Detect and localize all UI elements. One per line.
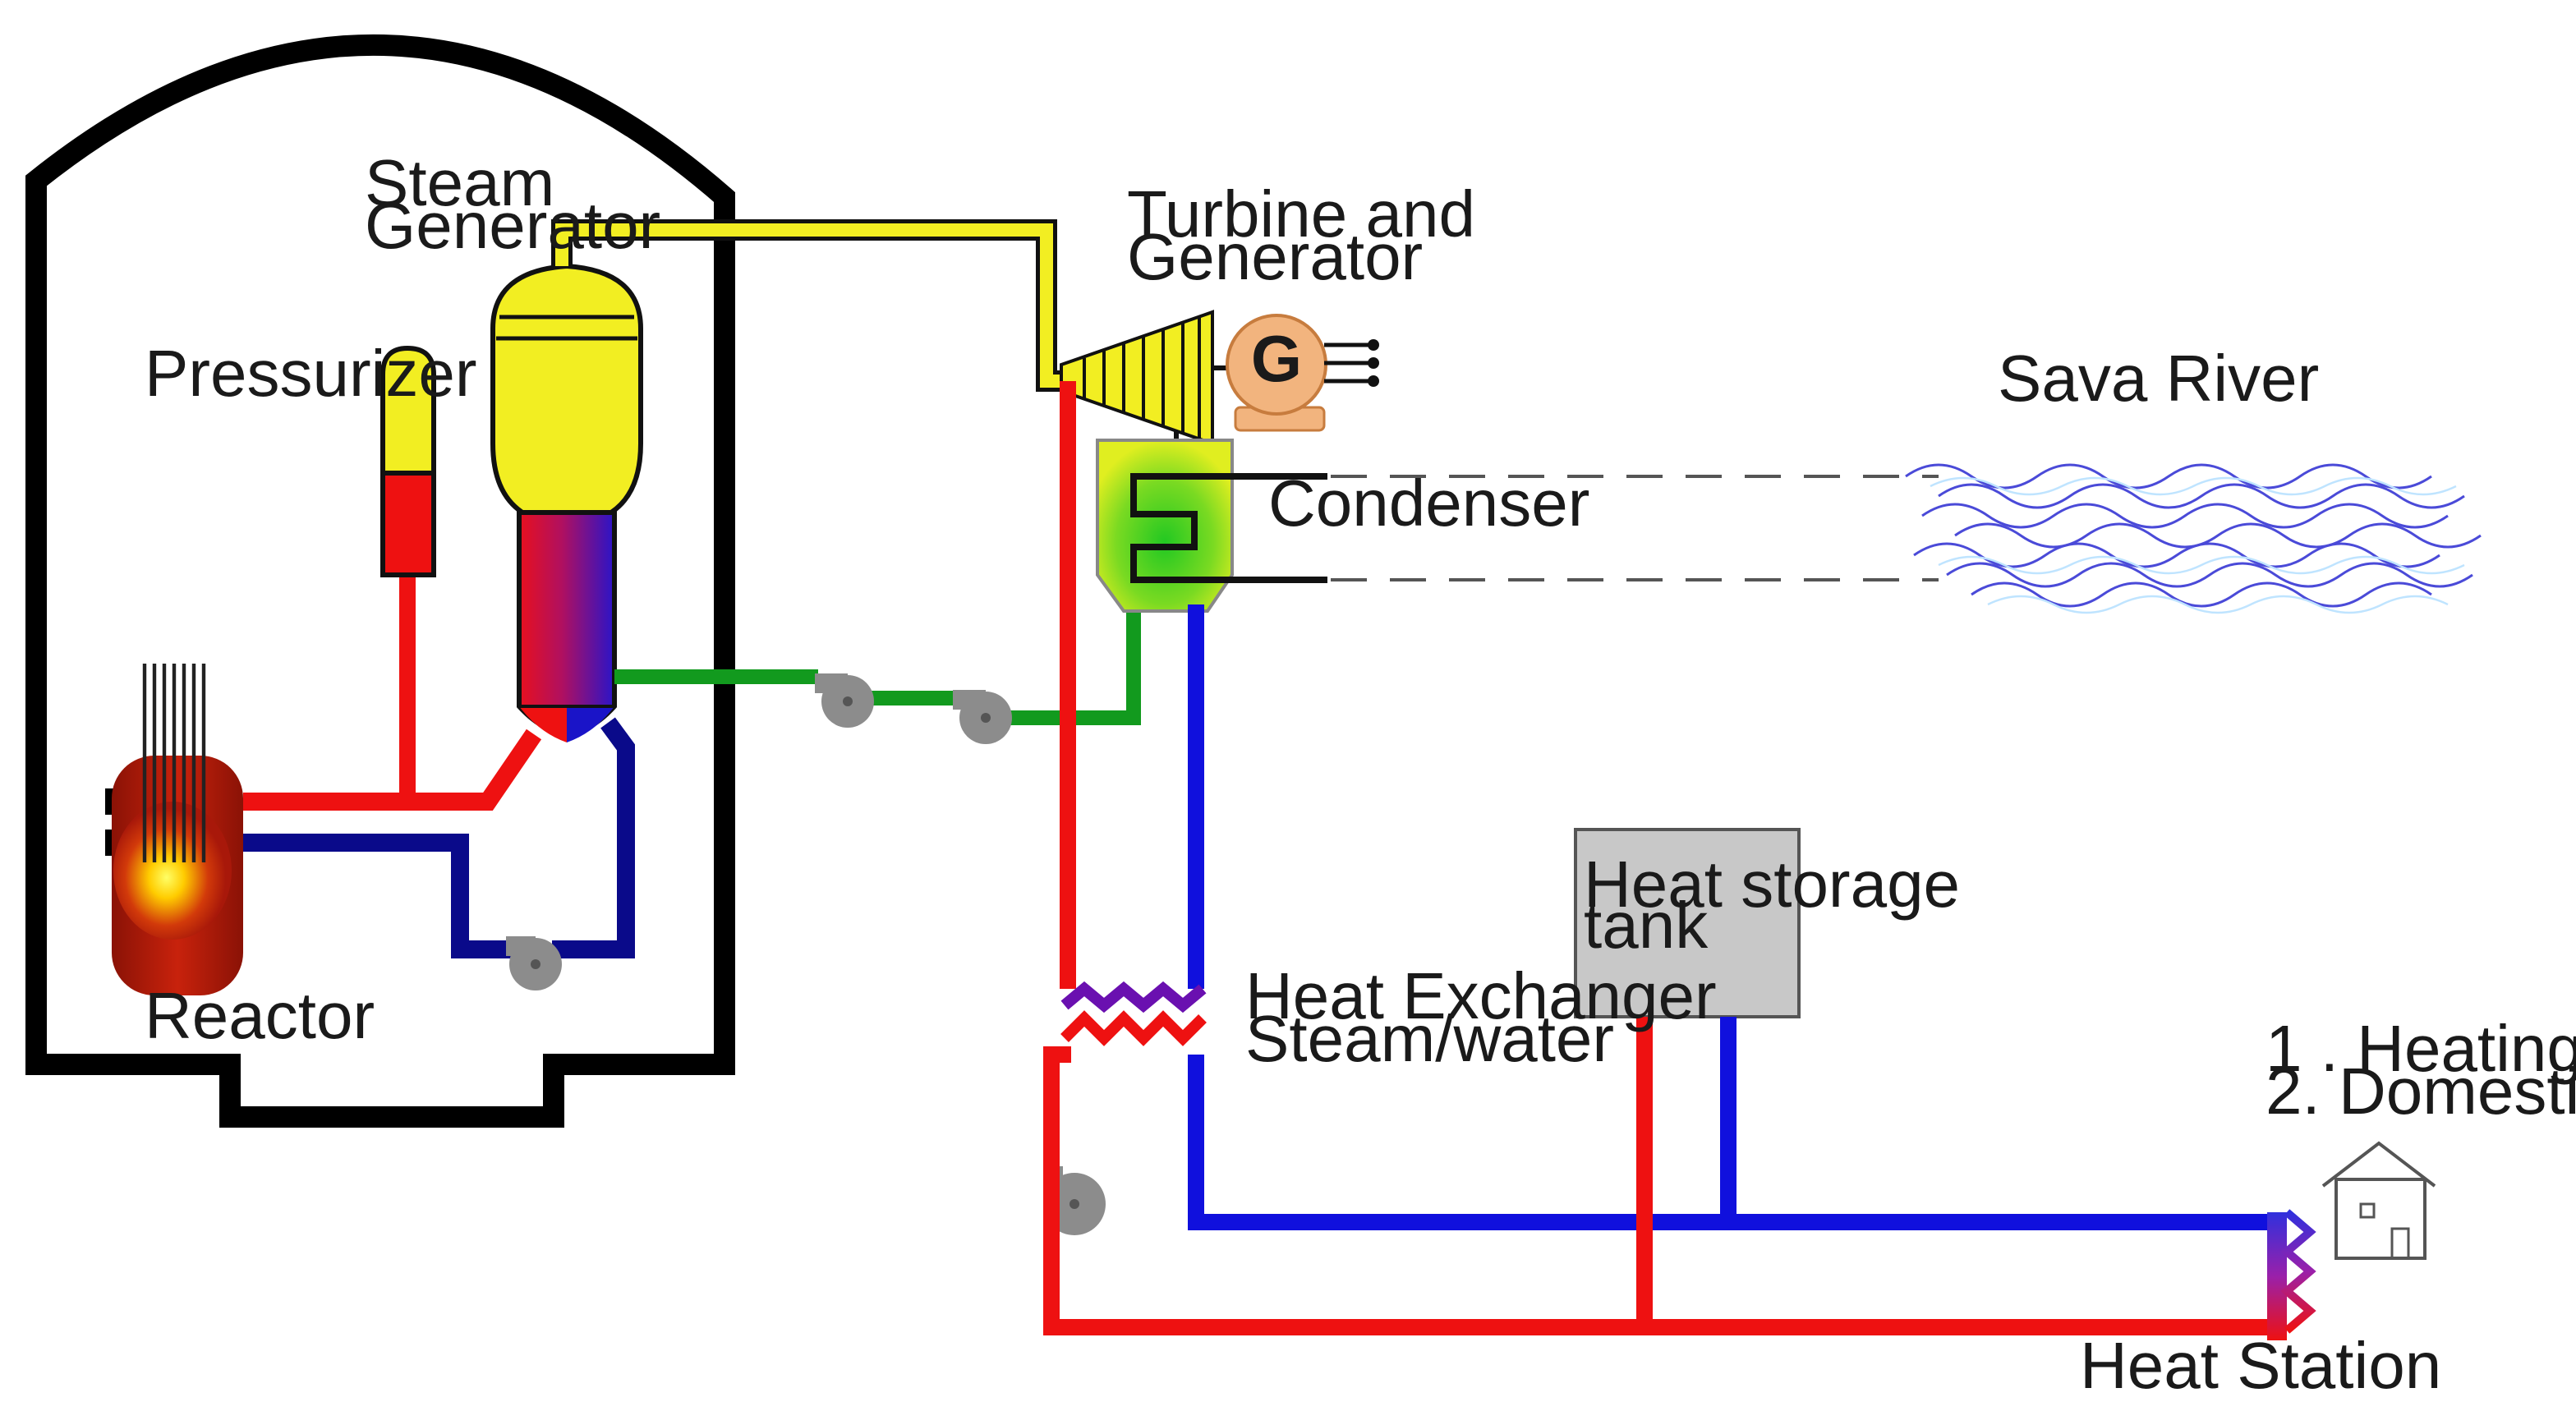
- primary-cold-leg: [243, 717, 635, 958]
- pump-icon: [506, 936, 562, 990]
- steam-generator-label-line2: Generator: [365, 189, 660, 262]
- heat-storage-tank: Heat storage tank: [1574, 828, 1960, 1018]
- primary-hot-leg: [243, 728, 542, 811]
- containment-building: [25, 34, 735, 1128]
- steam-generator: [490, 263, 643, 742]
- house-icon: [2321, 1141, 2436, 1260]
- river-label: Sava River: [1998, 342, 2319, 415]
- heat-exchanger-label-line2: Steam/water: [1245, 1002, 1614, 1075]
- river-ripples: [1930, 476, 2465, 614]
- steam-generator-label-line1: Steam: [365, 146, 554, 219]
- use-label-line1: 1 . Heating: [2266, 1012, 2576, 1085]
- pressurizer-label: Pressurizer: [145, 337, 477, 410]
- pump-icon: [953, 690, 1012, 744]
- heat-exchanger-label-line1: Heat Exchanger: [1245, 959, 1717, 1032]
- district-return-line: [1188, 1055, 2280, 1230]
- district-supply-line: [1043, 1046, 2280, 1335]
- heat-station-label: Heat Station: [2080, 1329, 2441, 1402]
- use-label-line2: 2. Domestic water: [2266, 1055, 2576, 1128]
- turbine-label-line1: Turbine and: [1127, 177, 1475, 250]
- feedwater-line: [614, 608, 1141, 725]
- generator-icon: G: [1226, 314, 1379, 432]
- river-icon: [1905, 463, 2482, 608]
- reactor-label: Reactor: [145, 979, 375, 1052]
- control-rods: [142, 664, 206, 862]
- condenser-label: Condenser: [1268, 467, 1589, 540]
- heat-exchanger: [1058, 981, 1209, 1055]
- cooling-water-lines: [1331, 475, 1939, 581]
- pump-icon: [815, 673, 874, 728]
- turbine-label-line2: Generator: [1127, 220, 1423, 293]
- generator-symbol: G: [1251, 322, 1302, 395]
- reactor-vessel: [105, 664, 243, 995]
- heat-station-exchanger: [2267, 1209, 2316, 1340]
- turbine: [1060, 310, 1235, 447]
- condenser: [1096, 439, 1327, 613]
- heat-storage-label-line1: Heat storage: [1584, 848, 1960, 921]
- heat-storage-label-line2: tank: [1584, 889, 1709, 962]
- pressurizer: [380, 345, 436, 577]
